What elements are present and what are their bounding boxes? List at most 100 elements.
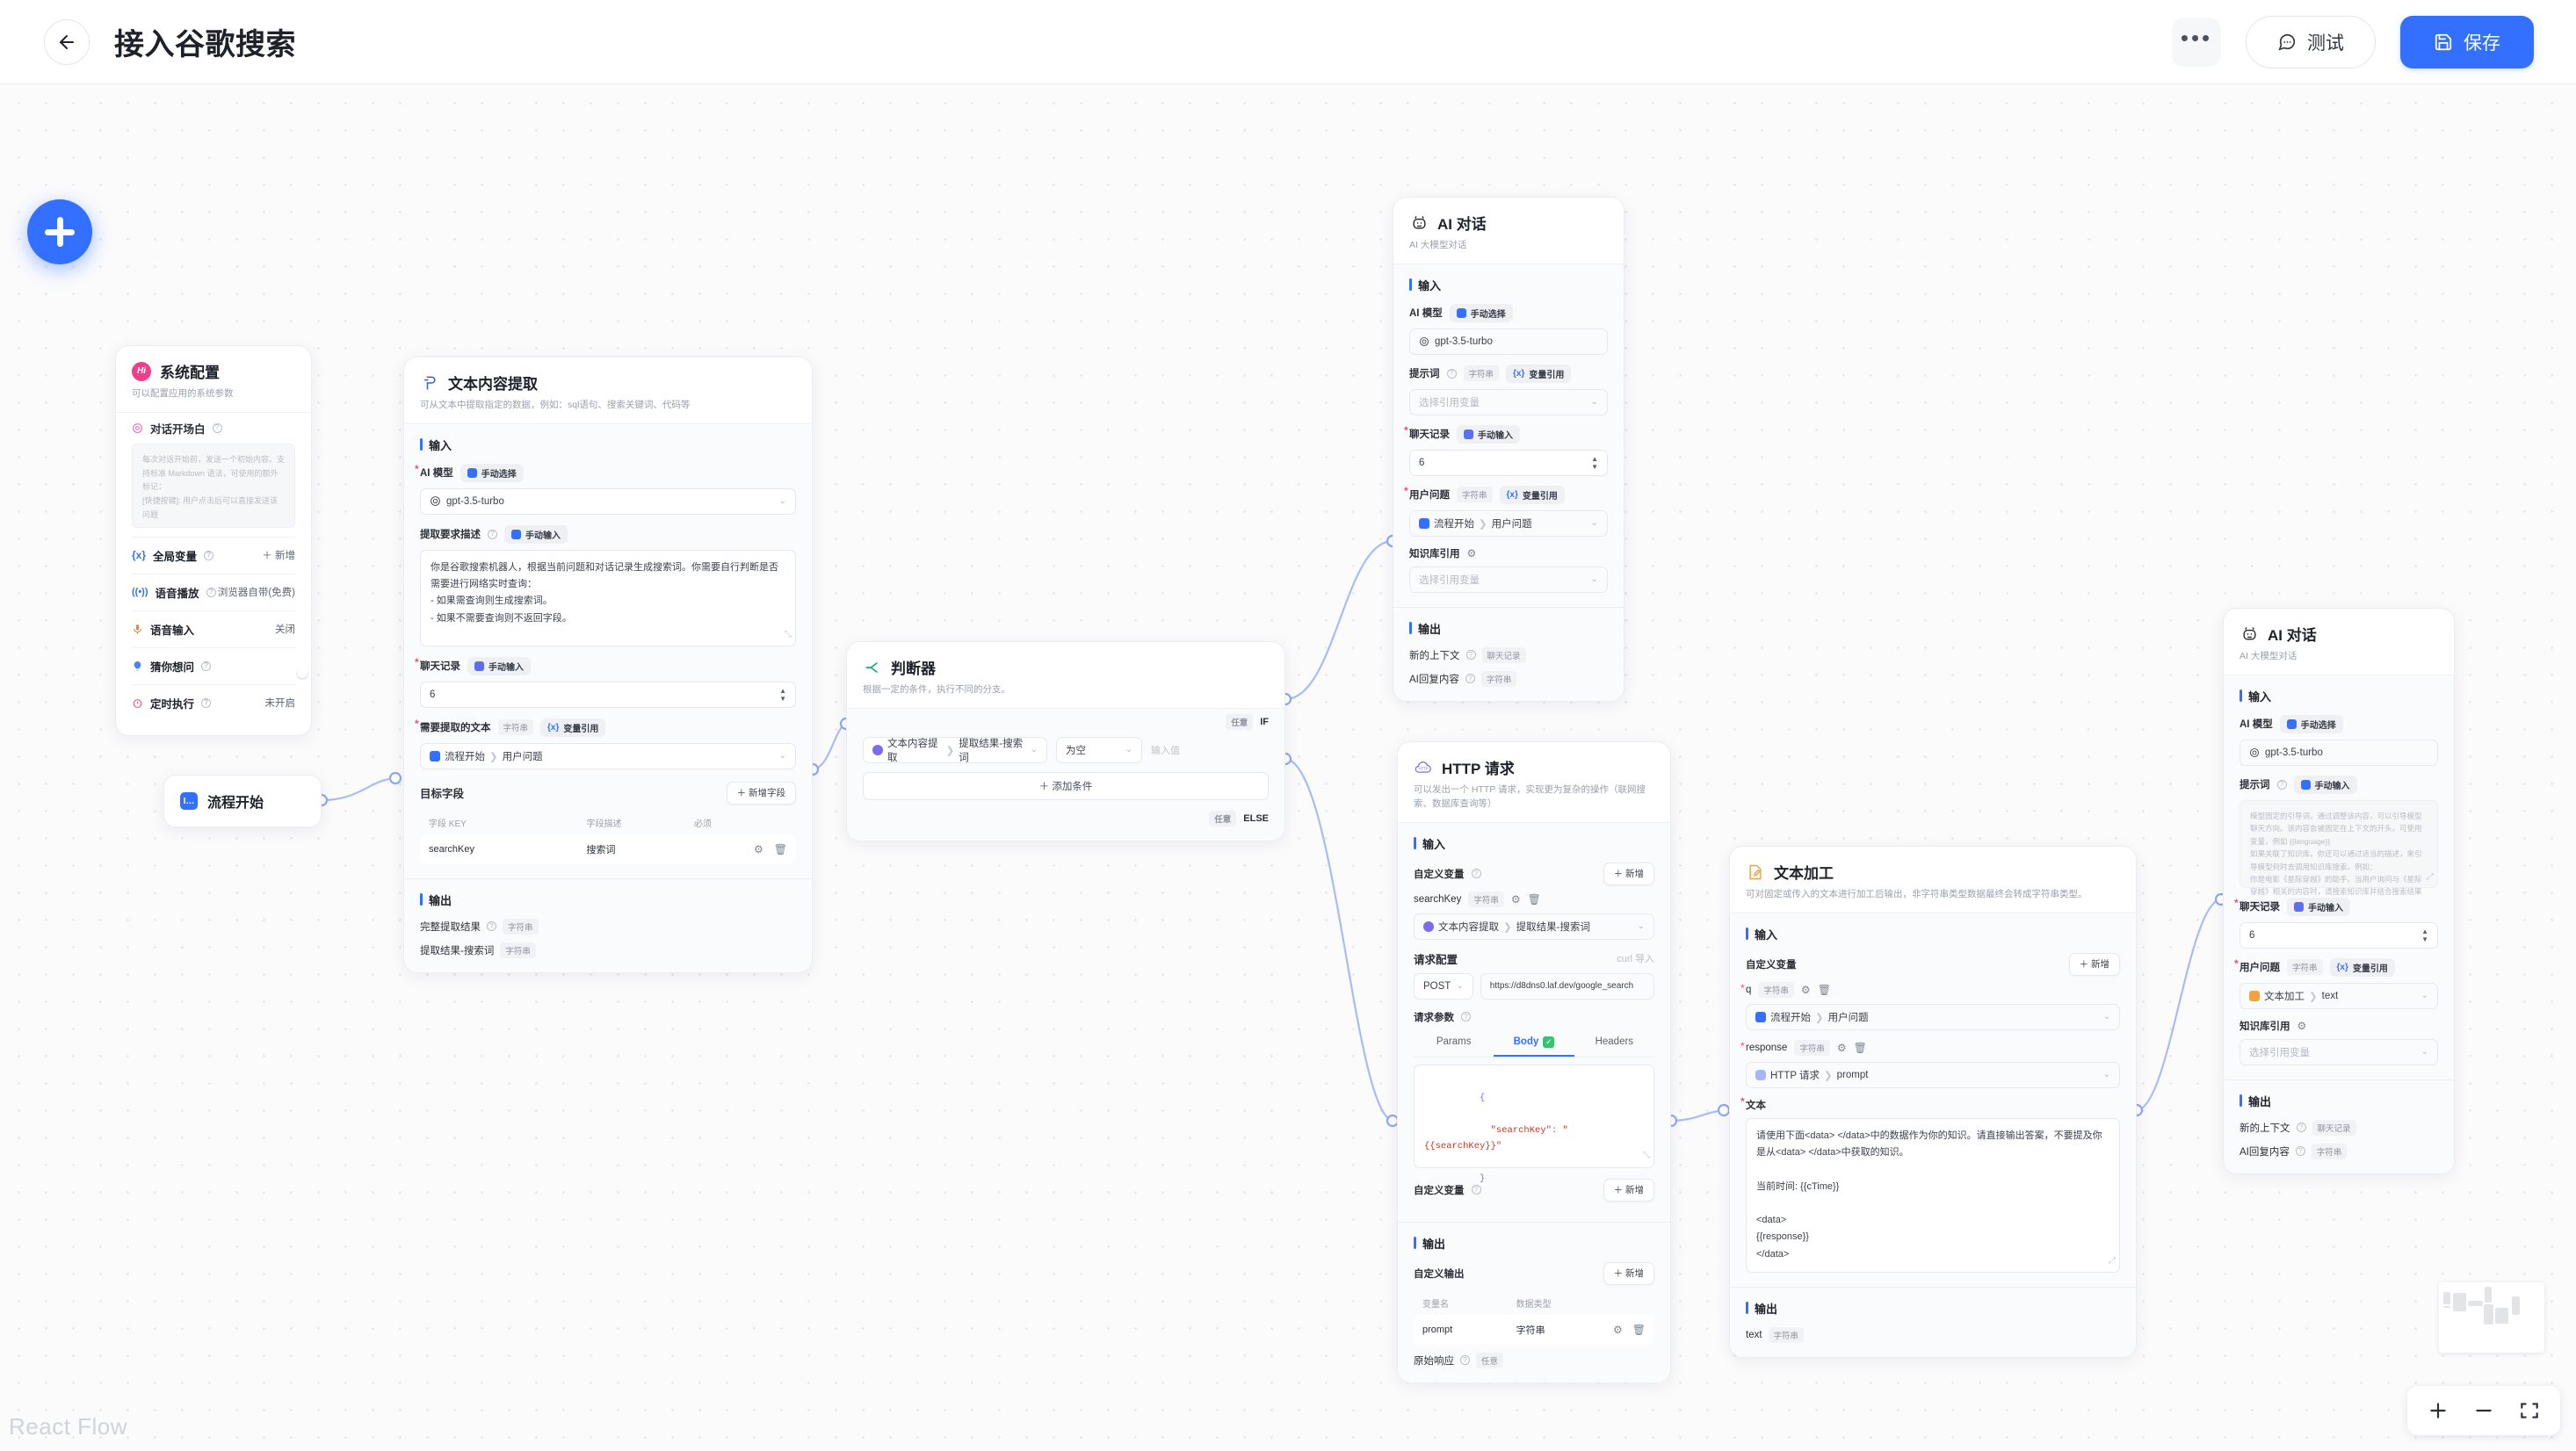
help-icon[interactable]: ? (1471, 1185, 1481, 1195)
add-variable-button-2[interactable]: ＋ 新增 (1603, 1178, 1654, 1202)
source-mode-chip[interactable]: {x}变量引用 (540, 718, 606, 737)
add-condition-button[interactable]: ＋ 添加条件 (863, 771, 1269, 800)
question-mode-chip[interactable]: {x}变量引用 (2329, 957, 2395, 977)
save-button[interactable]: 保存 (2400, 15, 2534, 69)
fit-view-button[interactable] (2518, 1399, 2541, 1422)
desc-mode-chip[interactable]: 手动输入 (504, 524, 568, 544)
node-ai-chat-2[interactable]: AI 对话 AI 大模型对话 输入 AI 模型 手动选择 gpt-3.5-tur… (2223, 608, 2455, 1174)
add-variable-button[interactable]: ＋ 新增 (2068, 952, 2120, 976)
more-options-button[interactable]: ••• (2172, 17, 2221, 67)
model-select[interactable]: gpt-3.5-turbo (2240, 739, 2438, 766)
sysrow-scheduled-run[interactable]: 定时执行 ? 未开启 (132, 683, 295, 721)
node-judge[interactable]: 判断器 根据一定的条件，执行不同的分支。 任意 IF 文本内容提取❯提取结果-搜… (846, 641, 1285, 841)
condition-value-input[interactable]: 输入值 (1151, 745, 1180, 756)
history-mode-chip[interactable]: 手动输入 (467, 656, 531, 675)
help-icon[interactable]: ? (201, 697, 212, 708)
node-flow-start[interactable]: I… 流程开始 (163, 775, 322, 827)
prompt-variable-select[interactable]: 选择引用变量 ⌄ (1409, 388, 1608, 415)
node-text-extract[interactable]: 文本内容提取 可从文本中提取指定的数据，例如：sql语句、搜索关键词、代码等 输… (403, 357, 813, 973)
help-icon[interactable]: ? (212, 422, 222, 433)
help-icon[interactable]: ? (204, 550, 214, 560)
variable-q-select[interactable]: 流程开始❯用户问题 ⌄ (1746, 1003, 2120, 1030)
model-mode-chip[interactable]: 手动选择 (459, 463, 524, 482)
resize-handle-icon[interactable]: ⤡ (1643, 1151, 1650, 1161)
sysrow-guess-question[interactable]: 猜你想问 ? (132, 646, 295, 684)
tab-headers[interactable]: Headers (1595, 1036, 1634, 1047)
history-mode-chip[interactable]: 手动输入 (1457, 424, 1520, 444)
model-select[interactable]: gpt-3.5-turbo ⌄ (420, 487, 796, 515)
settings-icon[interactable]: ⚙ (2297, 1019, 2307, 1032)
help-icon[interactable]: ? (2295, 1146, 2305, 1157)
settings-icon[interactable]: ⚙ (1466, 546, 1477, 559)
tab-params[interactable]: Params (1436, 1036, 1472, 1047)
kb-variable-select[interactable]: 选择引用变量 ⌄ (2240, 1038, 2438, 1065)
settings-icon[interactable]: ⚙ (753, 842, 763, 855)
back-button[interactable] (44, 18, 90, 65)
body-editor[interactable]: { "searchKey": "{{searchKey}}" } ⤡ (1414, 1064, 1654, 1184)
flow-canvas[interactable]: React Flow Hi 系统配置 可以配置应用的系统参数 对话开场白 ? 每… (0, 84, 2576, 1451)
condition-variable-select[interactable]: 文本内容提取❯提取结果-搜索词 ⌄ (863, 736, 1047, 763)
delete-icon[interactable]: 🗑 (1853, 1041, 1867, 1054)
node-http-request[interactable]: HTTP HTTP 请求 可以发出一个 HTTP 请求，实现更为复杂的操作（联网… (1397, 741, 1671, 1383)
condition-operator-select[interactable]: 为空 ⌄ (1056, 736, 1142, 763)
resize-handle-icon[interactable]: ⤢ (2109, 1256, 2116, 1267)
sysrow-voice-input[interactable]: 语音输入 关闭 (132, 610, 295, 647)
kb-variable-select[interactable]: 选择引用变量 ⌄ (1409, 566, 1608, 593)
curl-import-button[interactable]: curl 导入 (1617, 954, 1654, 964)
resize-handle-icon[interactable]: ⤢ (2427, 871, 2434, 882)
history-number-input[interactable]: 6 ▲▼ (1409, 449, 1608, 476)
help-icon[interactable]: ? (2276, 779, 2287, 790)
prompt-mode-chip[interactable]: {x}变量引用 (1506, 364, 1572, 383)
history-number-input[interactable]: 6 ▲▼ (420, 681, 796, 708)
node-system-config[interactable]: Hi 系统配置 可以配置应用的系统参数 对话开场白 ? 每次对话开始前，发送一个… (115, 345, 312, 736)
sysrow-voice-play[interactable]: ((•)) 语音播放 ? 浏览器自带(免费) (132, 573, 295, 610)
http-method-select[interactable]: POST ⌄ (1414, 972, 1473, 1000)
tab-body[interactable]: Body ✓ (1494, 1030, 1574, 1057)
question-mode-chip[interactable]: {x}变量引用 (1499, 485, 1565, 504)
opening-textarea[interactable]: 每次对话开始前，发送一个初始内容。支持标准 Markdown 语法，可使用的额外… (132, 443, 295, 528)
table-row[interactable]: prompt 字符串 ⚙ 🗑 (1414, 1314, 1654, 1345)
help-icon[interactable]: ? (1465, 674, 1475, 684)
add-field-button[interactable]: ＋ 新增字段 (726, 781, 796, 805)
question-variable-select[interactable]: 文本加工❯text ⌄ (2240, 982, 2438, 1009)
add-output-button[interactable]: ＋ 新增 (1603, 1261, 1654, 1285)
minimap[interactable] (2439, 1282, 2544, 1353)
http-url-input[interactable]: https://d8dns0.laf.dev/google_search (1480, 972, 1654, 1000)
text-editor[interactable]: 请使用下面<data> </data>中的数据作为你的知识。请直接输出答案，不要… (1746, 1117, 2120, 1273)
zoom-in-button[interactable] (2427, 1399, 2449, 1422)
help-icon[interactable]: ? (1461, 1012, 1471, 1021)
source-variable-select[interactable]: 流程开始❯用户问题 ⌄ (420, 742, 796, 769)
variable-response-select[interactable]: HTTP 请求❯prompt ⌄ (1746, 1061, 2120, 1088)
stepper-icon[interactable]: ▲▼ (779, 686, 786, 703)
prompt-textarea[interactable]: 模型固定的引导词，通过调整该内容，可以引导模型聊天方向。该内容会被固定在上下文的… (2240, 799, 2438, 909)
table-row[interactable]: searchKey 搜索词 ⚙ 🗑 (420, 834, 796, 864)
help-icon[interactable]: ? (1446, 368, 1457, 379)
delete-icon[interactable]: 🗑 (1817, 983, 1831, 996)
stepper-icon[interactable]: ▲▼ (1591, 454, 1598, 471)
settings-icon[interactable]: ⚙ (1836, 1041, 1847, 1054)
help-icon[interactable]: ? (487, 921, 496, 932)
model-mode-chip[interactable]: 手动选择 (1449, 303, 1513, 322)
add-variable-button[interactable]: ＋ 新增 (1603, 862, 1654, 885)
help-icon[interactable]: ? (1471, 869, 1481, 878)
settings-icon[interactable]: ⚙ (1800, 983, 1811, 996)
desc-textarea[interactable]: 你是谷歌搜索机器人，根据当前问题和对话记录生成搜索词。你需要自行判断是否需要进行… (420, 549, 796, 646)
settings-icon[interactable]: ⚙ (1510, 892, 1521, 906)
history-mode-chip[interactable]: 手动输入 (2287, 897, 2350, 916)
model-mode-chip[interactable]: 手动选择 (2279, 714, 2343, 733)
stepper-icon[interactable]: ▲▼ (2421, 927, 2428, 943)
question-variable-select[interactable]: 流程开始❯用户问题 ⌄ (1409, 509, 1608, 537)
model-select[interactable]: gpt-3.5-turbo (1409, 328, 1608, 355)
sysrow-global-variable[interactable]: {x} 全局变量 ? ＋ 新增 (132, 536, 295, 574)
delete-icon[interactable]: 🗑 (773, 842, 787, 855)
history-number-input[interactable]: 6 ▲▼ (2240, 921, 2438, 949)
test-button[interactable]: 测试 (2246, 15, 2376, 69)
help-icon[interactable]: ? (2296, 1123, 2306, 1133)
help-icon[interactable]: ? (201, 661, 212, 671)
variable-value-select[interactable]: 文本内容提取❯提取结果-搜索词 ⌄ (1414, 913, 1654, 940)
prompt-mode-chip[interactable]: 手动输入 (2293, 775, 2357, 794)
help-icon[interactable]: ? (488, 529, 497, 539)
help-icon[interactable]: ? (1465, 650, 1476, 661)
resize-handle-icon[interactable]: ⤡ (785, 630, 792, 640)
sysrow-value[interactable]: ＋ 新增 (262, 551, 295, 562)
